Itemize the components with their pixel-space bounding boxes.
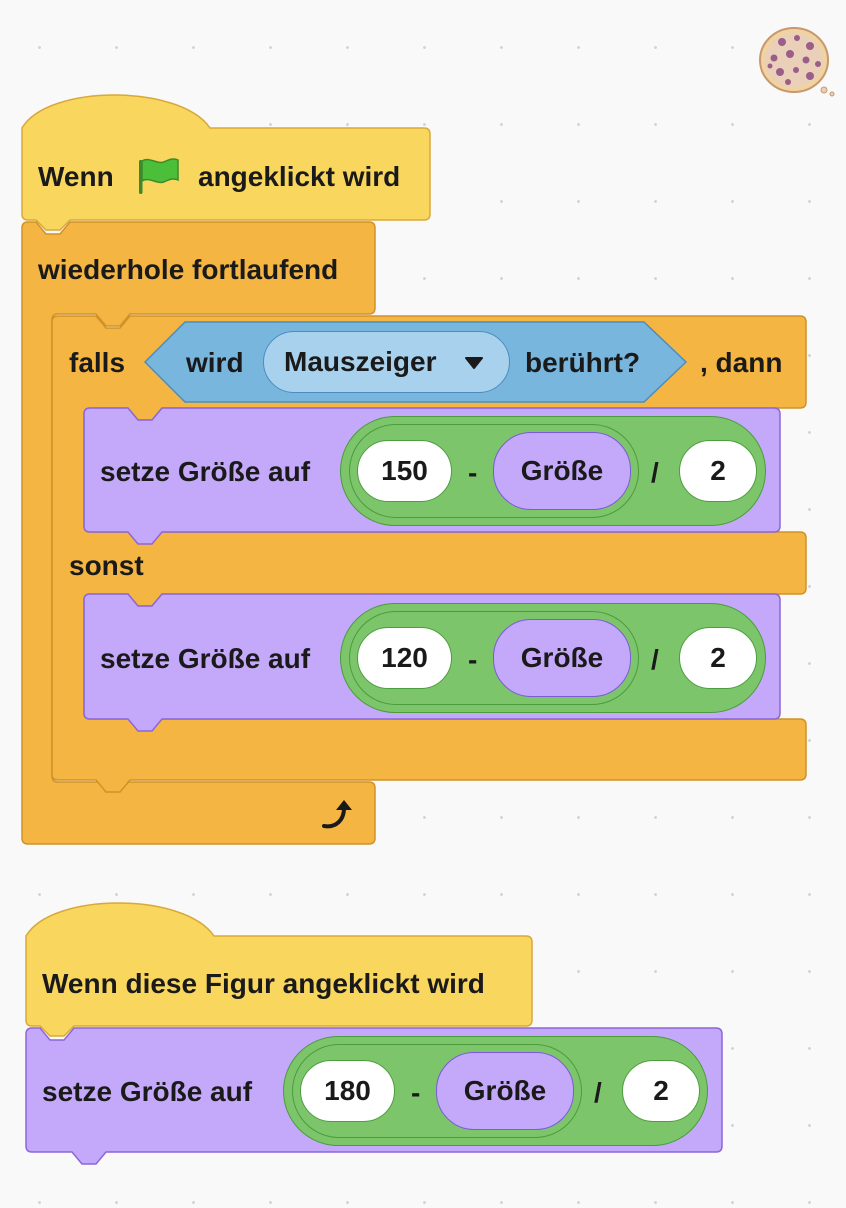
sprite-hat-label: Wenn diese Figur angeklickt wird <box>42 968 485 999</box>
when-sprite-clicked-hat <box>25 902 533 1037</box>
size-reporter[interactable]: Größe <box>436 1052 574 1130</box>
loop-arrow-icon <box>322 800 352 829</box>
green-flag-icon <box>139 158 179 194</box>
number-input-2[interactable]: 2 <box>679 627 757 689</box>
hat-suffix-label: angeklickt wird <box>198 161 401 192</box>
minus-operator-sign: - <box>468 644 478 675</box>
size-reporter[interactable]: Größe <box>493 619 631 697</box>
number-input-2[interactable]: 2 <box>622 1060 700 1122</box>
hat-prefix-label: Wenn <box>38 161 114 192</box>
size-reporter[interactable]: Größe <box>493 432 631 510</box>
dropdown-value: Mauszeiger <box>284 346 437 377</box>
division-operator[interactable] <box>349 611 639 705</box>
divide-operator-sign: / <box>594 1077 602 1108</box>
set-size-label: setze Größe auf <box>100 643 311 674</box>
if-else-block <box>51 315 807 793</box>
division-operator[interactable] <box>292 1044 582 1138</box>
set-size-label: setze Größe auf <box>42 1076 253 1107</box>
if-label: falls <box>69 347 126 378</box>
touching-pre-label: wird <box>186 347 244 378</box>
when-flag-clicked-hat <box>21 94 431 231</box>
division-operator[interactable] <box>349 424 639 518</box>
touching-post-label: berührt? <box>525 347 641 378</box>
else-label: sonst <box>69 550 144 581</box>
mouse-pointer-dropdown[interactable]: Mauszeiger <box>263 331 510 393</box>
number-input-120[interactable]: 120 <box>357 627 452 689</box>
number-input-2[interactable]: 2 <box>679 440 757 502</box>
minus-operator-sign: - <box>411 1077 421 1108</box>
set-size-label: setze Größe auf <box>100 456 311 487</box>
forever-block <box>21 221 376 845</box>
number-input-180[interactable]: 180 <box>300 1060 395 1122</box>
number-input-150[interactable]: 150 <box>357 440 452 502</box>
divide-operator-sign: / <box>651 457 659 488</box>
then-label: , dann <box>700 347 783 378</box>
divide-operator-sign: / <box>651 644 659 675</box>
forever-label: wiederhole fortlaufend <box>38 254 339 285</box>
cookie-avatar[interactable] <box>752 20 842 100</box>
minus-operator-sign: - <box>468 457 478 488</box>
dropdown-caret-icon <box>465 357 483 369</box>
